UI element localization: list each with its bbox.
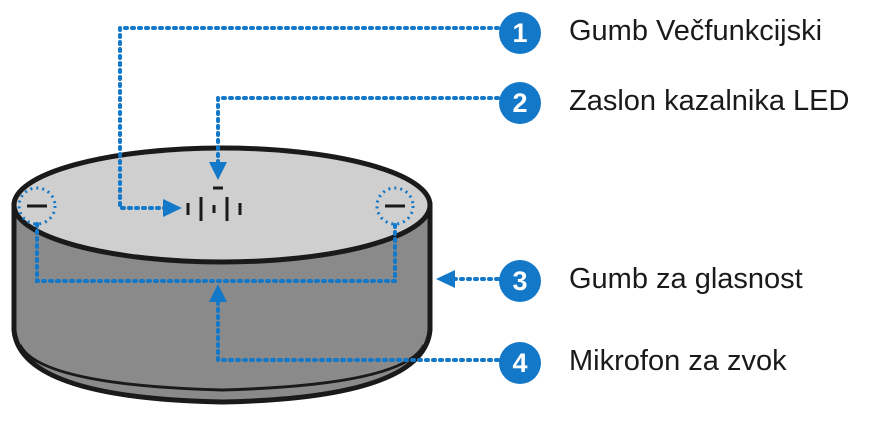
callout-badge-1: 1 (499, 12, 541, 54)
callout-3: 3 Gumb za glasnost (499, 260, 869, 302)
callout-2: 2 Zaslon kazalnika LED (499, 82, 869, 124)
callout-badge-3: 3 (499, 260, 541, 302)
callout-badge-2: 2 (499, 82, 541, 124)
callout-1: 1 Gumb Večfunkcijski (499, 12, 869, 54)
arrowhead-4 (209, 284, 227, 302)
arrowhead-1 (163, 199, 182, 217)
leader-line-4 (216, 288, 500, 362)
callout-label-3: Gumb za glasnost (569, 263, 803, 295)
arrowhead-3 (436, 270, 455, 288)
callout-label-4: Mikrofon za zvok (569, 345, 787, 377)
multifunction-button-icon (186, 197, 242, 221)
leader-line-2 (216, 96, 500, 167)
callout-label-2: Zaslon kazalnika LED (569, 85, 850, 117)
speaker-base-rim (18, 344, 426, 392)
arrowhead-2 (209, 162, 227, 180)
volume-down-highlight (17, 186, 57, 226)
leader-line-4-mic-span (35, 222, 397, 283)
callout-4: 4 Mikrofon za zvok (499, 342, 869, 384)
volume-up-highlight (375, 186, 415, 226)
leader-line-1 (118, 26, 500, 210)
callout-label-1: Gumb Večfunkcijski (569, 15, 823, 47)
callout-badge-4: 4 (499, 342, 541, 384)
